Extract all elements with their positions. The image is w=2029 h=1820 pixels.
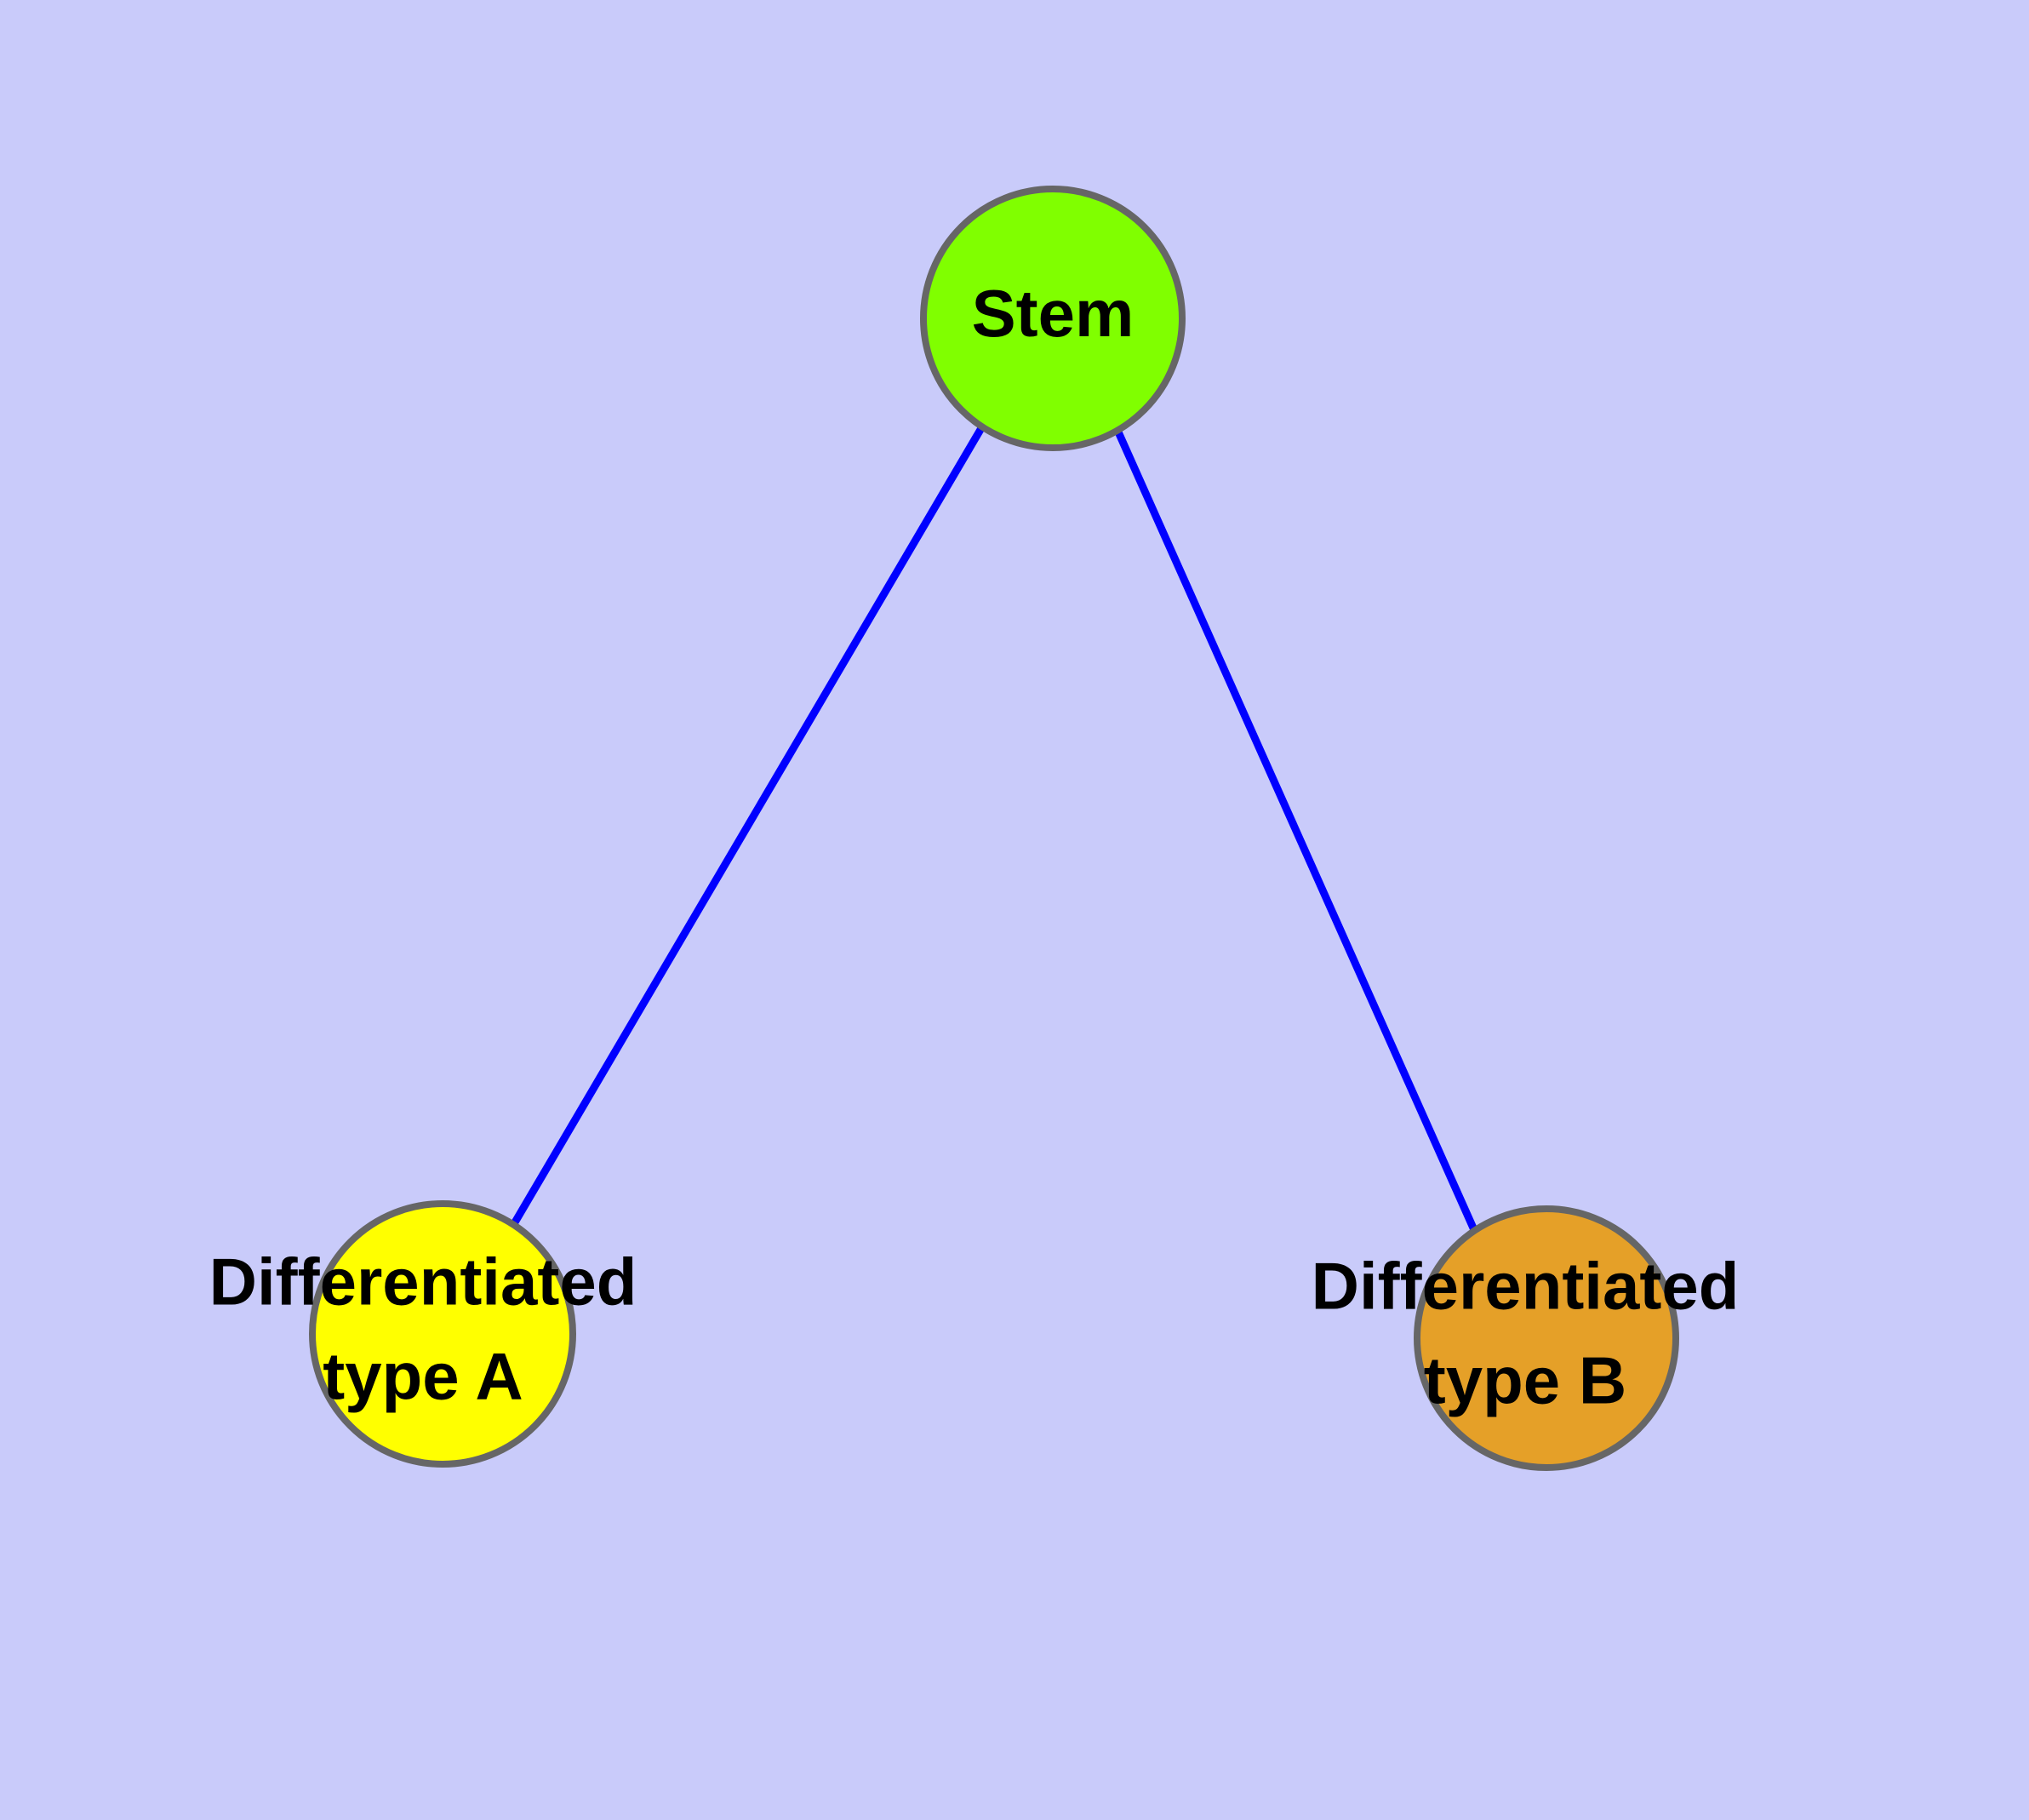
node-stem[interactable]: [920, 186, 1186, 451]
node-differentiated-type-b-circle[interactable]: [1414, 1205, 1679, 1471]
node-stem-circle[interactable]: [920, 186, 1186, 451]
node-differentiated-type-a[interactable]: [309, 1200, 576, 1468]
node-stem-label: Stem: [972, 276, 1135, 351]
node-layer: [309, 186, 1679, 1471]
node-differentiated-type-b[interactable]: [1414, 1205, 1679, 1471]
edge-stem-to-diff-a[interactable]: [509, 426, 985, 1229]
edge-stem-to-diff-b[interactable]: [1112, 426, 1479, 1233]
node-differentiated-type-a-circle[interactable]: [309, 1200, 576, 1468]
edge-layer: [509, 426, 1479, 1233]
